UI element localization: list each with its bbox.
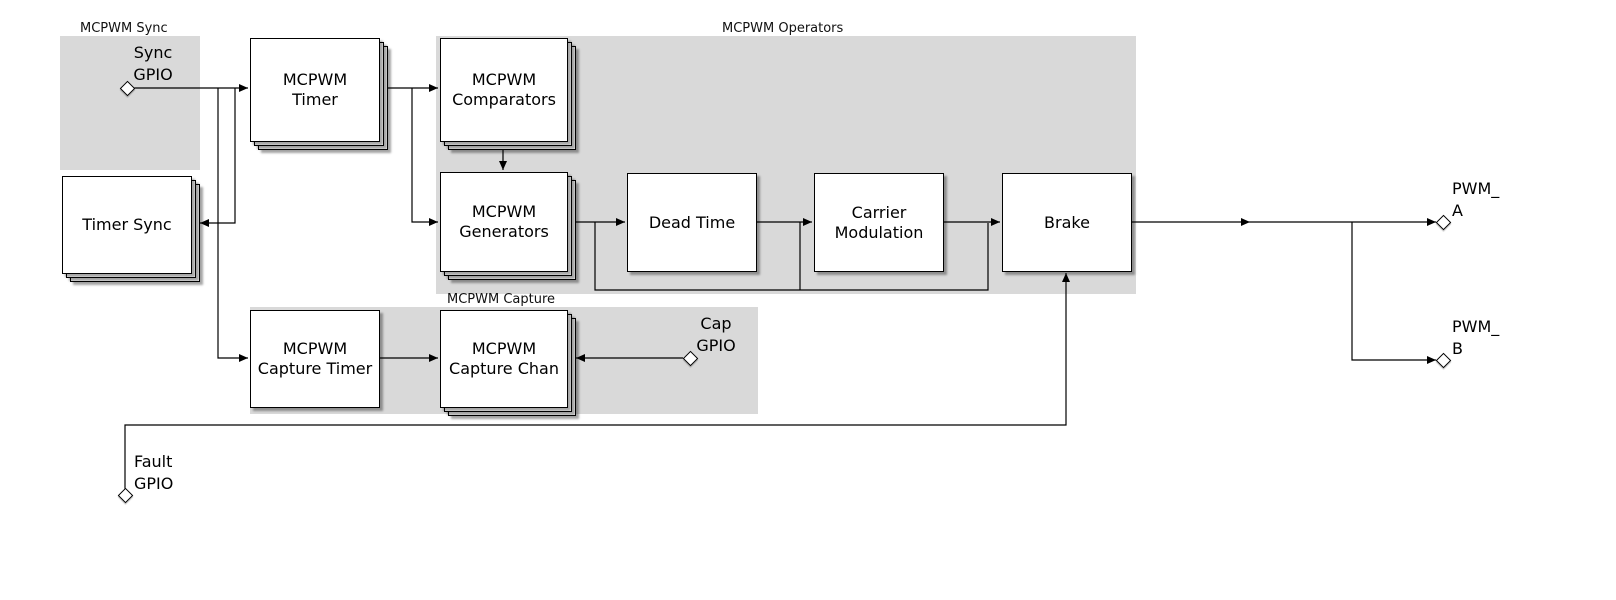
block-mcpwm-timer: MCPWM Timer: [250, 38, 388, 150]
port-label-line: Fault: [134, 452, 173, 471]
block-label: MCPWM: [471, 339, 537, 358]
block-dead-time: Dead Time: [627, 173, 757, 272]
port-label-sync-gpio: Sync GPIO: [129, 42, 177, 85]
wire-sync-to-timer-sync: [200, 88, 236, 227]
block-label: Capture Timer: [257, 359, 373, 378]
block-mcpwm-comparators: MCPWM Comparators: [440, 38, 576, 150]
wire-fault-to-brake: [124, 273, 1070, 489]
wire-bypass: [594, 222, 989, 291]
block-label: Comparators: [452, 90, 556, 109]
block-label: MCPWM: [282, 339, 348, 358]
region-label-mcpwm-capture: MCPWM Capture: [447, 292, 556, 307]
port-label-fault-gpio: Fault GPIO: [134, 451, 173, 494]
wire-sync-to-capture-timer: [217, 88, 248, 362]
region-label-mcpwm-operators: MCPWM Operators: [722, 21, 844, 36]
wire-output-to-pwmb: [1351, 222, 1436, 364]
port-label-line: GPIO: [133, 64, 173, 84]
block-label: Dead Time: [648, 212, 736, 232]
block-label: Modulation: [834, 222, 924, 242]
port-label-line: GPIO: [134, 473, 174, 493]
block-timer-sync: Timer Sync: [62, 176, 200, 282]
block-label: Capture Chan: [449, 359, 559, 378]
block-brake: Brake: [1002, 173, 1132, 272]
block-label: Brake: [1044, 212, 1090, 232]
block-mcpwm-capture-chan: MCPWM Capture Chan: [440, 310, 576, 416]
port-label-line: PWM_: [1452, 317, 1500, 336]
block-label: Timer: [292, 90, 338, 109]
block-label: MCPWM: [471, 70, 537, 89]
region-mcpwm-sync: [60, 36, 200, 170]
port-label-line: GPIO: [696, 335, 736, 355]
region-label-mcpwm-sync: MCPWM Sync: [80, 21, 168, 36]
port-label-line: Sync: [133, 43, 173, 62]
port-label-pwm-a: PWM_ A: [1452, 178, 1499, 221]
block-label: MCPWM: [282, 70, 348, 89]
port-label-line: Cap: [700, 314, 732, 333]
wire-timer-to-generators: [411, 88, 438, 226]
port-label-line: B: [1452, 338, 1463, 358]
block-label: Timer Sync: [82, 215, 172, 234]
block-mcpwm-generators: MCPWM Generators: [440, 172, 576, 280]
port-label-cap-gpio: Cap GPIO: [692, 313, 740, 356]
port-label-line: PWM_: [1452, 179, 1500, 198]
block-label: MCPWM: [471, 202, 537, 221]
port-label-line: A: [1452, 200, 1463, 220]
block-label: Generators: [459, 222, 549, 241]
port-label-pwm-b: PWM_ B: [1452, 316, 1499, 359]
block-label: Carrier: [851, 202, 907, 222]
block-carrier-modulation: Carrier Modulation: [814, 173, 944, 272]
block-mcpwm-capture-timer: MCPWM Capture Timer: [250, 310, 380, 408]
